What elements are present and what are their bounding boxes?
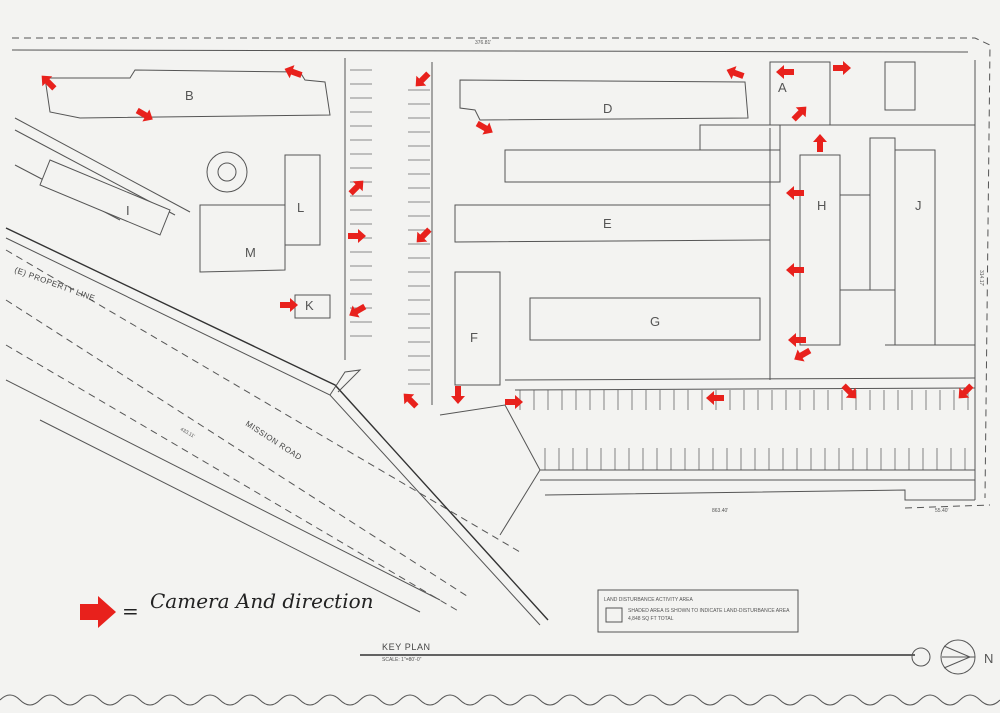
north-arrow-icon: N [911, 639, 993, 675]
dimension-bottom-right: 55.40' [935, 508, 949, 514]
camera-marker-icon [135, 107, 153, 122]
legend-equals: = [122, 599, 139, 623]
building-k [294, 294, 331, 319]
camera-marker-icon [813, 134, 827, 152]
camera-marker-icon [505, 395, 523, 409]
mission-road [5, 227, 549, 626]
building-labels: B D E F G H I J K L M A [126, 80, 922, 345]
label-h: H [817, 198, 826, 213]
building-e [454, 204, 771, 243]
camera-marker-icon [791, 106, 807, 122]
label-f: F [470, 330, 478, 345]
property-line-label: (E) PROPERTY LINE [13, 265, 96, 303]
dimension-bottom-left: 863.40' [712, 508, 728, 514]
area-legend-title: LAND DISTURBANCE ACTIVITY AREA [604, 597, 693, 603]
camera-marker-icon [786, 186, 804, 200]
building-m [199, 204, 286, 273]
building-f [454, 271, 501, 386]
camera-marker-icon [451, 386, 465, 404]
drive-aisles [344, 58, 976, 536]
dimension-right: 314.17' [978, 270, 984, 286]
camera-marker-icon [706, 391, 724, 405]
key-plan-scale: SCALE: 1"=80'-0" [382, 657, 422, 663]
building-h [799, 154, 841, 346]
label-k: K [305, 298, 314, 313]
camera-marker-icon [416, 227, 432, 243]
camera-marker-icon [788, 333, 806, 347]
dimension-top: 376.81' [475, 40, 491, 46]
area-legend-box: LAND DISTURBANCE ACTIVITY AREA SHADED AR… [597, 589, 799, 633]
camera-marker-icon [475, 120, 493, 135]
camera-marker-icon [280, 298, 298, 312]
camera-marker-icon [833, 61, 851, 75]
camera-marker-icon [958, 383, 974, 399]
label-b: B [185, 88, 194, 103]
building-g [529, 297, 761, 341]
label-m: M [245, 245, 256, 260]
label-e: E [603, 216, 612, 231]
camera-marker-icon [841, 383, 857, 399]
camera-marker-icon [403, 393, 419, 409]
camera-marker-icon [284, 65, 303, 79]
camera-marker-icon [776, 65, 794, 79]
dimension-road: 433.11' [179, 427, 196, 440]
label-l: L [297, 200, 304, 215]
road-label: MISSION ROAD [244, 419, 304, 462]
property-boundary [5, 37, 991, 599]
building-i [39, 159, 171, 236]
sheet-bottom-edge [0, 694, 1000, 706]
camera-marker-icon [348, 229, 366, 243]
camera-markers [41, 61, 974, 409]
building-b [44, 69, 331, 119]
camera-marker-icon [794, 347, 812, 362]
camera-legend-arrow-icon [80, 596, 116, 628]
building-footprints [39, 61, 936, 386]
building-j [894, 149, 936, 346]
key-plan-title: KEY PLAN [382, 642, 431, 652]
camera-marker-icon [348, 180, 364, 196]
north-label: N [984, 651, 993, 666]
camera-marker-icon [786, 263, 804, 277]
camera-legend: = Camera And direction [80, 589, 374, 628]
label-a: A [778, 80, 787, 95]
label-j: J [915, 198, 922, 213]
legend-text: Camera And direction [150, 589, 374, 613]
label-d: D [603, 101, 612, 116]
camera-marker-icon [349, 303, 367, 318]
building-d [459, 79, 749, 121]
camera-marker-icon [41, 75, 57, 91]
area-legend-line2: 4,848 SQ FT TOTAL [628, 616, 674, 622]
area-legend-line1: SHADED AREA IS SHOWN TO INDICATE LAND-DI… [628, 608, 790, 614]
camera-marker-icon [726, 66, 745, 80]
camera-marker-icon [415, 71, 431, 87]
label-g: G [650, 314, 660, 329]
courtyard-fountain [206, 151, 248, 193]
parking-stalls [350, 69, 969, 470]
label-i: I [126, 203, 130, 218]
